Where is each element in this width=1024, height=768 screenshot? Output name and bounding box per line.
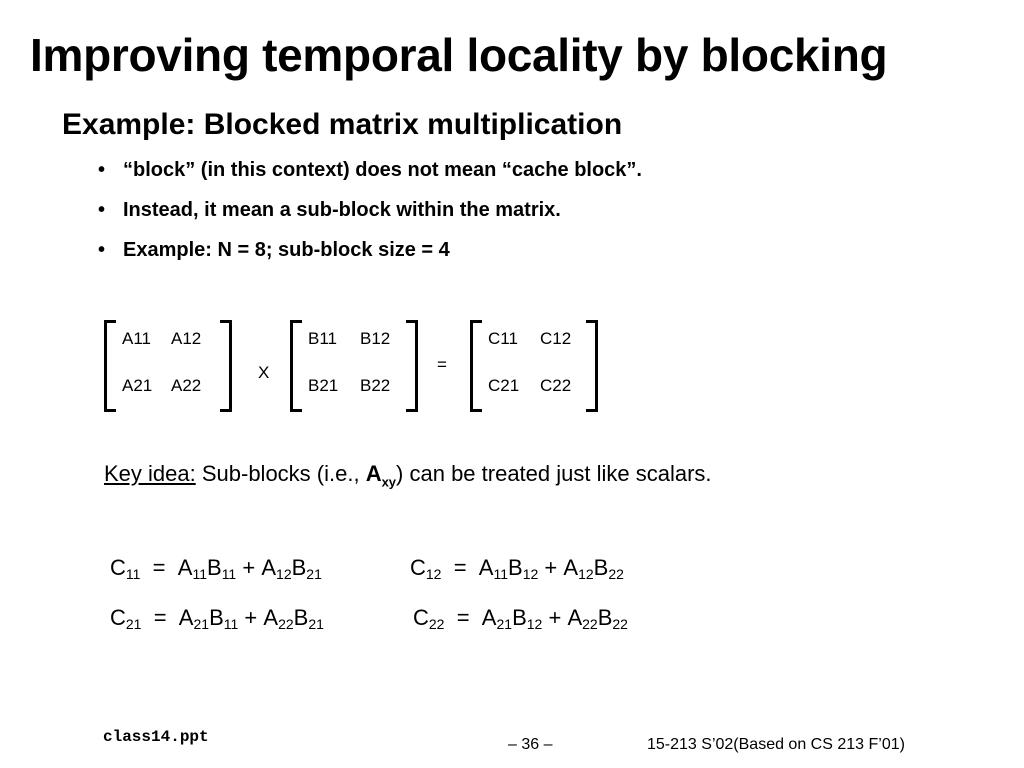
eq-sub: 12 [276,566,292,582]
footer-filename: class14.ppt [103,728,209,746]
equation-c22: C22 = A21B12 + A22B22 [413,605,628,631]
eq-term: B [293,605,309,630]
eq-sub: 22 [582,616,598,632]
key-idea-symbol: Axy [365,461,397,490]
eq-sub: 12 [578,566,594,582]
bullet-text: Instead, it mean a sub-block within the … [123,199,561,221]
bullet-list: • “block” (in this context) does not mean… [98,155,642,275]
slide-title: Improving temporal locality by blocking [30,29,888,81]
bullet-item: • “block” (in this context) does not mean… [98,155,642,195]
eq-lhs: C [413,605,429,630]
equals-symbol: = [437,355,447,374]
eq-plus: + [242,555,256,580]
eq-term: B [597,605,613,630]
eq-term: A [178,605,194,630]
times-symbol: X [258,363,270,382]
eq-equals: = [152,555,166,580]
eq-plus: + [548,605,562,630]
bullet-icon: • [98,199,106,221]
eq-term: A [263,605,279,630]
eq-equals: = [456,605,470,630]
bullet-item: • Instead, it mean a sub-block within the… [98,195,642,235]
key-idea-label: Key idea: [104,461,196,486]
symbol-subscript: xy [381,474,397,490]
eq-sub: 21 [125,616,142,632]
eq-sub: 21 [496,616,513,632]
symbol-letter: A [365,461,382,486]
key-idea: Key idea: Sub-blocks (i.e., Axy) can be … [104,461,712,489]
matrix-cell: B22 [360,376,391,395]
eq-term: A [567,605,583,630]
eq-term: B [512,605,527,630]
eq-sub: 11 [223,616,239,632]
eq-lhs: C [110,555,126,580]
equation-c21: C21 = A21B11 + A22B21 [110,605,324,631]
matrix-cell: B12 [360,329,391,348]
eq-lhs: C [110,605,126,630]
eq-lhs: C [410,555,426,580]
eq-sub: 11 [221,566,237,582]
matrix-cell: A21 [122,376,153,395]
footer-page-number: – 36 – [508,736,553,753]
eq-sub: 22 [612,616,628,632]
matrix-bracket-left [104,320,116,412]
matrix-bracket-left [470,320,482,412]
matrix-cell: B21 [308,376,339,395]
eq-sub: 21 [306,566,322,582]
eq-equals: = [453,555,467,580]
matrix-cell: C11 [488,329,518,348]
key-idea-text-end: ) can be treated just like scalars. [396,461,712,486]
eq-plus: + [244,605,258,630]
equation-c12: C12 = A11B12 + A12B22 [410,555,624,581]
eq-sub: 12 [425,566,442,582]
eq-sub: 12 [526,616,543,632]
eq-sub: 11 [125,566,141,582]
eq-term: A [478,555,494,580]
eq-plus: + [544,555,558,580]
bullet-icon: • [98,159,106,181]
eq-sub: 12 [522,566,539,582]
matrix-cell: C22 [540,376,572,395]
bullet-icon: • [98,239,106,261]
bullet-text: Example: N = 8; sub-block size = 4 [123,239,450,261]
matrix-cell: A12 [171,329,202,348]
bullet-text: “block” (in this context) does not mean … [123,159,642,181]
matrix-cell: C12 [540,329,572,348]
eq-sub: 22 [278,616,294,632]
footer-course: 15-213 S’02(Based on CS 213 F’01) [647,736,905,753]
matrix-cell: A11 [122,329,151,348]
matrix-bracket-right [586,320,598,412]
matrix-c: C11 C12 C21 C22 [470,320,598,412]
matrix-a: A11 A12 A21 A22 [104,320,232,412]
eq-term: B [207,555,222,580]
eq-sub: 22 [608,566,624,582]
eq-sub: 22 [428,616,445,632]
eq-term: A [261,555,277,580]
key-idea-text: Sub-blocks (i.e., [195,461,366,486]
eq-term: A [481,605,497,630]
matrix-cell: B11 [308,329,337,348]
bullet-item: • Example: N = 8; sub-block size = 4 [98,235,642,275]
matrix-cell: C21 [488,376,520,395]
eq-sub: 21 [308,616,324,632]
matrix-bracket-left [290,320,302,412]
eq-term: B [291,555,307,580]
eq-sub: 21 [193,616,210,632]
eq-equals: = [153,605,167,630]
matrix-cell: A22 [171,376,202,395]
eq-term: B [508,555,523,580]
slide-subtitle: Example: Blocked matrix multiplication [62,108,623,141]
eq-term: A [563,555,579,580]
matrix-b: B11 B12 B21 B22 [290,320,418,412]
eq-sub: 11 [493,566,509,582]
equation-c11: C11 = A11B11 + A12B21 [110,555,322,581]
matrix-bracket-right [406,320,418,412]
eq-term: B [209,605,224,630]
eq-term: B [593,555,609,580]
matrix-bracket-right [220,320,232,412]
eq-term: A [177,555,193,580]
eq-sub: 11 [192,566,207,582]
